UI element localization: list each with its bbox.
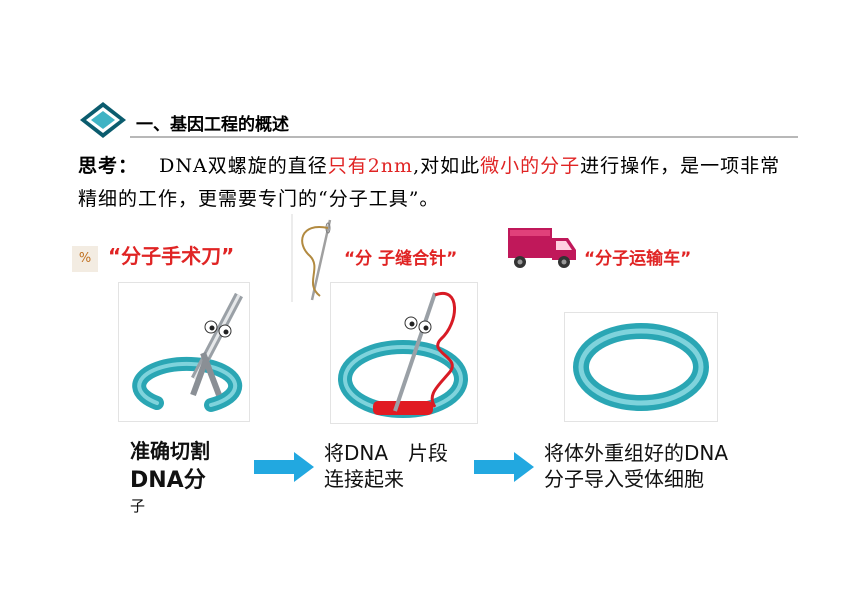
recombinant-dna-image bbox=[564, 312, 718, 422]
cut-dna-image bbox=[118, 282, 250, 422]
step-3-line-1: 将体外重组好的DNA bbox=[544, 441, 729, 465]
step-2-line-1: 将DNA 片段 bbox=[324, 441, 449, 465]
step-3-line-2: 分子导入受体细胞 bbox=[544, 467, 704, 491]
step-1: 准确切割 DNA分 子 bbox=[130, 436, 250, 516]
intro-text-1: DNA双螺旋的直径 bbox=[159, 155, 328, 177]
step-1-line-1: 准确切割 bbox=[130, 439, 210, 463]
step-3: 将体外重组好的DNA 分子导入受体细胞 bbox=[544, 440, 784, 492]
tool-label-truck: “分子运输车” bbox=[584, 249, 692, 269]
arrow-right-icon bbox=[474, 450, 536, 484]
step-2: 将DNA 片段 连接起来 bbox=[324, 440, 474, 492]
intro-highlight-2: 微小的分子 bbox=[480, 155, 581, 177]
truck-icon bbox=[506, 222, 578, 272]
step-1-line-2: DNA分 bbox=[130, 468, 206, 493]
join-dna-image bbox=[330, 282, 478, 424]
intro-paragraph: 思考： DNA双螺旋的直径只有2nm,对如此微小的分子进行操作，是一项非常精细的… bbox=[78, 150, 798, 216]
step-2-line-2: 连接起来 bbox=[324, 467, 404, 491]
step-1-line-3: 子 bbox=[130, 497, 146, 515]
section-divider bbox=[130, 136, 798, 138]
arrow-right-icon bbox=[254, 450, 316, 484]
section-icon bbox=[76, 100, 130, 140]
tool-label-needle: “分 子缝合针” bbox=[344, 249, 458, 269]
tool-label-scissors: “分子手术刀” bbox=[108, 244, 235, 268]
intro-text-2: ,对如此 bbox=[413, 155, 481, 177]
needle-thread-icon bbox=[290, 214, 350, 302]
section-title: 一、基因工程的概述 bbox=[136, 115, 289, 135]
percent-mark: % bbox=[72, 246, 98, 272]
intro-label: 思考： bbox=[78, 155, 139, 177]
intro-text-3: 进行操作，是一项非常精细的工作，更需要专门的“分子工具”。 bbox=[78, 155, 781, 210]
intro-highlight-1: 只有2nm bbox=[327, 155, 414, 177]
